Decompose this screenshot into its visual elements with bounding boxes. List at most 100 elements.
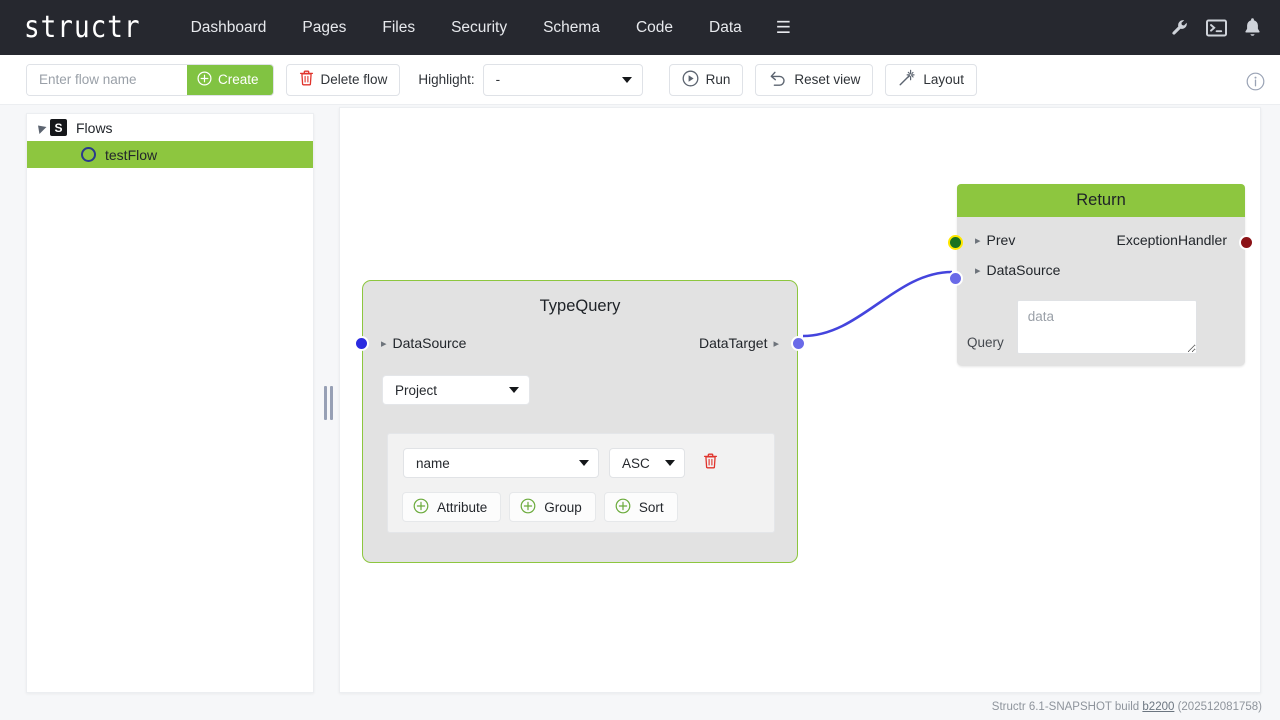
port-arrow-icon: ▸ bbox=[975, 264, 981, 277]
add-attribute-label: Attribute bbox=[437, 500, 487, 515]
plus-circle-icon bbox=[197, 71, 212, 89]
reset-view-label: Reset view bbox=[794, 72, 860, 87]
magic-wand-icon bbox=[898, 69, 916, 90]
port-dot-datasource[interactable] bbox=[948, 271, 963, 286]
type-select[interactable]: Project bbox=[382, 375, 530, 405]
run-button[interactable]: Run bbox=[669, 64, 744, 96]
flow-name-group: Create bbox=[26, 64, 274, 96]
nav-right-icons bbox=[1170, 0, 1262, 55]
add-buttons-row: Attribute Group bbox=[402, 492, 678, 522]
port-label-exceptionhandler: ExceptionHandler bbox=[1116, 232, 1227, 248]
run-label: Run bbox=[706, 72, 731, 87]
layout-label: Layout bbox=[923, 72, 964, 87]
footer-text-before: Structr 6.1-SNAPSHOT build bbox=[992, 701, 1143, 713]
flow-name-input[interactable] bbox=[27, 65, 187, 95]
nav-item-code[interactable]: Code bbox=[618, 0, 691, 55]
add-sort-label: Sort bbox=[639, 500, 664, 515]
sidebar-resize-handle[interactable] bbox=[320, 380, 336, 425]
console-icon[interactable] bbox=[1206, 19, 1227, 37]
plus-circle-icon bbox=[413, 498, 429, 517]
wrench-icon[interactable] bbox=[1170, 18, 1190, 38]
port-dot-datatarget[interactable] bbox=[791, 336, 806, 351]
resize-grip-bar bbox=[330, 386, 333, 420]
delete-flow-label: Delete flow bbox=[321, 72, 388, 87]
play-circle-icon bbox=[682, 70, 699, 90]
bell-icon[interactable] bbox=[1243, 17, 1262, 38]
flows-sidebar: S Flows testFlow bbox=[26, 113, 314, 693]
port-row-prev: ▸ Prev ExceptionHandler bbox=[957, 227, 1245, 253]
node-typequery[interactable]: TypeQuery ▸ DataSource DataTarget ▸ Proj… bbox=[362, 280, 798, 563]
plus-circle-icon bbox=[615, 498, 631, 517]
add-attribute-button[interactable]: Attribute bbox=[402, 492, 501, 522]
info-icon[interactable] bbox=[1242, 68, 1268, 94]
build-link[interactable]: b2200 bbox=[1142, 701, 1174, 713]
footer-version: Structr 6.1-SNAPSHOT build b2200 (202512… bbox=[992, 701, 1262, 713]
structr-logo[interactable]: structr bbox=[24, 10, 141, 45]
port-label-datasource: DataSource bbox=[393, 335, 467, 351]
nav-item-pages[interactable]: Pages bbox=[284, 0, 364, 55]
port-arrow-icon: ▸ bbox=[975, 234, 981, 247]
query-textarea[interactable] bbox=[1017, 300, 1197, 354]
tree-item-testflow[interactable]: testFlow bbox=[27, 141, 313, 168]
create-flow-label: Create bbox=[218, 72, 259, 87]
node-return[interactable]: Return ▸ Prev ExceptionHandler ▸ DataSou… bbox=[957, 184, 1245, 366]
port-dot-exceptionhandler[interactable] bbox=[1239, 235, 1254, 250]
nav-item-schema[interactable]: Schema bbox=[525, 0, 618, 55]
top-navigation-bar: structr Dashboard Pages Files Security S… bbox=[0, 0, 1280, 55]
resize-grip-bar bbox=[324, 386, 327, 420]
expander-triangle-icon[interactable] bbox=[34, 121, 46, 133]
plus-circle-icon bbox=[520, 498, 536, 517]
port-label-datasource: DataSource bbox=[987, 262, 1061, 278]
nav-item-data[interactable]: Data bbox=[691, 0, 760, 55]
sort-direction-value: ASC bbox=[622, 456, 650, 471]
port-row-datasource: ▸ DataSource bbox=[957, 257, 1245, 283]
delete-flow-button[interactable]: Delete flow bbox=[286, 64, 401, 96]
nav-item-files[interactable]: Files bbox=[364, 0, 433, 55]
chevron-down-icon bbox=[579, 460, 589, 466]
highlight-select[interactable]: - bbox=[483, 64, 643, 96]
flow-circle-icon bbox=[81, 147, 96, 162]
tree-item-testflow-label: testFlow bbox=[105, 147, 157, 163]
chevron-down-icon bbox=[509, 387, 519, 393]
port-arrow-icon: ▸ bbox=[773, 337, 779, 350]
query-label: Query bbox=[967, 335, 1004, 354]
trash-icon bbox=[299, 70, 314, 89]
chevron-down-icon bbox=[665, 460, 675, 466]
node-return-title: Return bbox=[957, 184, 1245, 217]
add-group-button[interactable]: Group bbox=[509, 492, 596, 522]
add-group-label: Group bbox=[544, 500, 582, 515]
tree-item-flows-label: Flows bbox=[76, 120, 113, 136]
sort-row: name ASC bbox=[403, 448, 718, 478]
nav-item-security[interactable]: Security bbox=[433, 0, 525, 55]
structr-s-icon: S bbox=[50, 119, 67, 136]
delete-sort-row-button[interactable] bbox=[703, 453, 718, 474]
highlight-label: Highlight: bbox=[418, 72, 474, 87]
hamburger-menu-icon[interactable]: ☰ bbox=[760, 0, 807, 55]
node-typequery-title: TypeQuery bbox=[363, 281, 797, 318]
create-flow-button[interactable]: Create bbox=[187, 64, 273, 96]
port-dot-datasource[interactable] bbox=[354, 336, 369, 351]
reset-view-button[interactable]: Reset view bbox=[755, 64, 873, 96]
highlight-select-value: - bbox=[496, 72, 501, 87]
port-dot-prev[interactable] bbox=[948, 235, 963, 250]
chevron-down-icon bbox=[622, 77, 632, 83]
port-row-datasource: ▸ DataSource DataTarget ▸ bbox=[363, 330, 797, 356]
port-label-prev: Prev bbox=[987, 232, 1016, 248]
port-arrow-icon: ▸ bbox=[381, 337, 387, 350]
edge-typequery-to-return bbox=[803, 272, 952, 336]
nav-item-dashboard[interactable]: Dashboard bbox=[173, 0, 285, 55]
sort-attribute-select[interactable]: name bbox=[403, 448, 599, 478]
trash-icon bbox=[703, 453, 718, 474]
port-label-datatarget: DataTarget bbox=[699, 335, 767, 351]
sort-direction-select[interactable]: ASC bbox=[609, 448, 685, 478]
flow-toolbar: Create Delete flow Highlight: - Run bbox=[0, 55, 1280, 105]
flow-canvas[interactable]: TypeQuery ▸ DataSource DataTarget ▸ Proj… bbox=[339, 107, 1261, 693]
footer-text-after: (202512081758) bbox=[1174, 701, 1262, 713]
tree-item-flows[interactable]: S Flows bbox=[27, 114, 313, 141]
undo-arrow-icon bbox=[768, 70, 787, 90]
sort-attribute-value: name bbox=[416, 456, 450, 471]
add-sort-button[interactable]: Sort bbox=[604, 492, 678, 522]
query-config-panel: name ASC bbox=[387, 433, 775, 533]
layout-button[interactable]: Layout bbox=[885, 64, 977, 96]
query-field-group: Query bbox=[967, 300, 1227, 354]
